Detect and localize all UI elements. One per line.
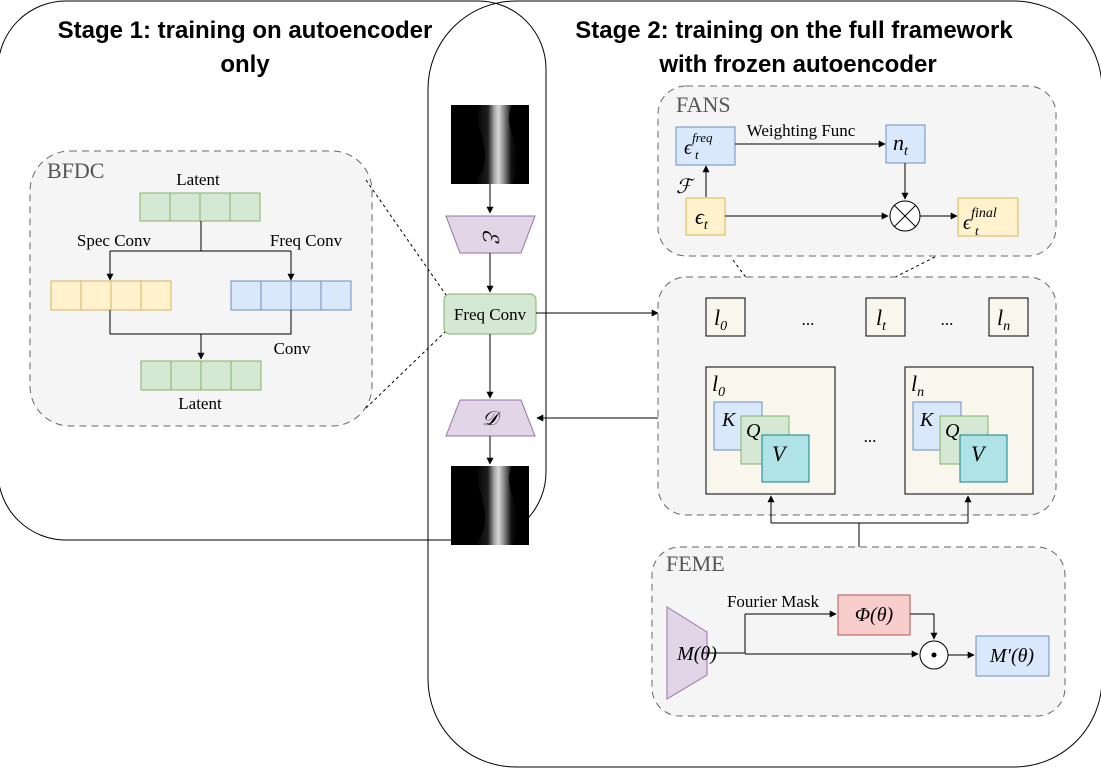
bfdc-latent-top-label: Latent [176, 170, 220, 189]
svg-text:ln: ln [997, 305, 1010, 334]
n-t-box: nt [885, 124, 926, 164]
svg-text:lt: lt [876, 305, 887, 334]
n-t-sub: t [904, 144, 909, 159]
decoder-symbol: 𝒟 [482, 408, 502, 430]
output-image [451, 466, 529, 545]
layers-dots-2: ... [941, 310, 954, 329]
fourier-mask-label: Fourier Mask [727, 592, 820, 611]
eps-t-base: ϵ [695, 204, 705, 229]
v-matrix-ln [959, 434, 1008, 483]
svg-text:ϵt: ϵt [695, 204, 709, 233]
eps-freq-sub: t [695, 147, 699, 162]
fourier-mask-connector [707, 614, 746, 654]
m-prime-label: M′(θ) [989, 645, 1035, 667]
latent-top-tensor [139, 192, 261, 222]
layer-ln-box: ln [988, 297, 1029, 337]
block-l0-sub: 0 [718, 385, 725, 400]
stage2-title-line2: with frozen autoencoder [658, 51, 936, 78]
eps-final-base: ϵ [963, 212, 972, 234]
v-label-ln: V [971, 441, 987, 466]
freq-conv-label: Freq Conv [454, 305, 527, 324]
svg-text:nt: nt [893, 130, 909, 159]
phi-box: Φ(θ) [837, 594, 911, 636]
fourier-symbol: ℱ [676, 176, 695, 198]
attention-block-l0: l0 K Q V [705, 366, 836, 495]
lt-base: l [876, 305, 882, 330]
eps-final-sup: final [971, 206, 997, 221]
attention-block-ln: ln K Q V [904, 366, 1034, 495]
block-ln-sub: n [917, 385, 924, 400]
input-image [451, 105, 529, 184]
zoom-line-bottom [365, 330, 447, 409]
spec-conv-label: Spec Conv [77, 231, 152, 250]
stage1-boundary [0, 0, 547, 541]
m-prime-box: M′(θ) [975, 635, 1050, 677]
freq-conv-block: Freq Conv [443, 293, 537, 335]
v-label-l0: V [772, 441, 788, 466]
eps-freq-base: ϵ [684, 137, 693, 159]
bfdc-title: BFDC [47, 158, 104, 183]
bfdc-panel [29, 150, 373, 427]
block-l0-base: l [712, 371, 718, 396]
block-ln-base: l [911, 371, 917, 396]
svg-text:ϵfinal: ϵfinal [963, 206, 997, 234]
fans-zoom-line-right [799, 256, 936, 326]
ln-sub: n [1003, 319, 1010, 334]
encoder-symbol: ℰ [478, 228, 503, 244]
eps-final-box: ϵfinal t [957, 197, 1019, 238]
zoom-line-top [365, 179, 447, 296]
phi-to-odot-connector [910, 613, 938, 640]
freq-tensor [230, 280, 352, 311]
bfdc-latent-bottom-label: Latent [178, 394, 222, 413]
encoder-block: ℰ [445, 215, 536, 254]
stage2-title-line1: Stage 2: training on the full framework [575, 17, 1013, 44]
eps-freq-sup: freq [692, 130, 713, 145]
eps-t-box: ϵt [685, 197, 726, 236]
freq-conv-label-bfdc: Freq Conv [270, 231, 343, 250]
l0-sub: 0 [720, 319, 727, 334]
eps-freq-box: ϵfreq t [675, 126, 736, 166]
feme-title: FEME [666, 551, 725, 576]
svg-text:l0: l0 [712, 371, 725, 400]
k-label-l0: K [721, 409, 737, 431]
eps-final-sub: t [975, 223, 979, 238]
n-t-base: n [893, 130, 904, 155]
bfdc-split-connector [110, 221, 291, 252]
lt-sub: t [882, 319, 887, 334]
blocks-dots: ... [864, 427, 877, 446]
q-label-ln: Q [945, 420, 960, 442]
svg-text:ln: ln [911, 371, 924, 400]
k-label-ln: K [919, 409, 935, 431]
stage2-boundary [427, 0, 1101, 768]
m-theta-label: M(θ) [676, 643, 717, 665]
l0-base: l [714, 305, 720, 330]
svg-text:l0: l0 [714, 305, 727, 334]
phi-label: Φ(θ) [855, 604, 894, 626]
conv-label: Conv [274, 339, 311, 358]
eps-t-sub: t [704, 218, 709, 233]
stage1-title-line1: Stage 1: training on autoencoder [58, 17, 433, 44]
v-matrix-l0 [761, 434, 810, 483]
m-theta-trapezoid: M(θ) [666, 606, 717, 700]
layer-lt-box: lt [865, 297, 906, 337]
ln-base: l [997, 305, 1003, 330]
multiply-operator [889, 200, 921, 232]
spec-tensor [50, 280, 172, 311]
fans-title: FANS [676, 92, 731, 117]
weighting-func-label: Weighting Func [747, 121, 856, 140]
feme-to-blocks-connector [771, 522, 968, 547]
layer-l0-box: l0 [705, 297, 746, 337]
latent-bottom-tensor [140, 360, 262, 391]
svg-text:ϵfreq: ϵfreq [684, 130, 713, 159]
stage1-title-line2: only [220, 51, 270, 78]
decoder-block: 𝒟 [445, 399, 536, 437]
layers-dots-1: ... [802, 310, 815, 329]
q-label-l0: Q [746, 420, 761, 442]
odot-operator [919, 640, 949, 670]
